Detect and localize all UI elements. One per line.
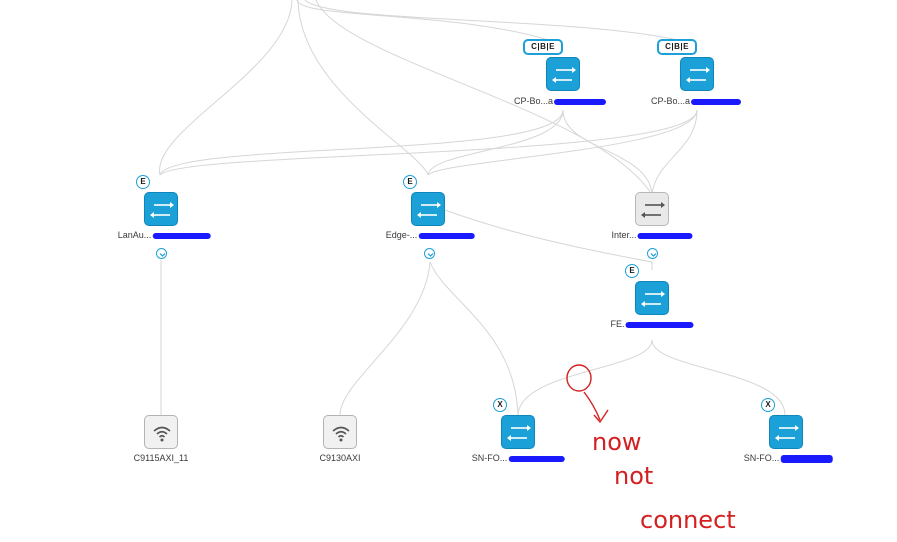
annotation-text-line1: now [592,428,642,456]
switch-icon [552,67,576,83]
access-point-node-2[interactable] [323,415,357,449]
node-label-inter: Inter... [611,230,693,240]
redaction-mark [418,232,475,239]
switch-node-cp1[interactable] [546,57,580,91]
node-label-sn2: SN-FO... [744,453,833,463]
switch-node-lanau[interactable] [144,192,178,226]
cbe-role-badge: C|B|E [523,39,563,55]
node-label-cp2: CP-Bo...a [651,96,742,106]
edge-role-badge: E [625,264,639,278]
redaction-mark [554,98,607,105]
switch-node-sn2[interactable] [769,415,803,449]
expand-chevron-icon[interactable] [156,248,167,259]
switch-node-cp2[interactable] [680,57,714,91]
annotation-text-line2: not [614,462,654,490]
edge-role-badge: E [136,175,150,189]
node-label-edge: Edge-... [386,230,475,240]
switch-icon [150,202,174,218]
wifi-icon [332,426,350,442]
switch-node-inter[interactable] [635,192,669,226]
access-point-node-1[interactable] [144,415,178,449]
node-label-fe: FE. [610,319,694,329]
redaction-mark [691,98,742,105]
expand-chevron-icon[interactable] [424,248,435,259]
wifi-icon [153,426,171,442]
edge-role-badge: E [403,175,417,189]
switch-node-fe[interactable] [635,281,669,315]
switch-icon [641,202,665,218]
switch-icon [775,425,799,441]
x-role-badge: X [493,398,507,412]
redaction-mark [637,232,693,239]
switch-icon [417,202,441,218]
node-label-lanau: LanAu... [118,230,211,240]
x-role-badge: X [761,398,775,412]
node-label-sn1: SN-FO... [472,453,565,463]
switch-icon [507,425,531,441]
switch-node-sn1[interactable] [501,415,535,449]
node-label-ap2: C9130AXI [319,453,361,463]
red-annotation-drawing [566,364,609,424]
switch-node-edge[interactable] [411,192,445,226]
node-label-ap1: C9115AXI_11 [133,453,189,463]
switch-icon [641,291,665,307]
switch-icon [686,67,710,83]
redaction-mark [780,454,833,463]
expand-chevron-icon[interactable] [647,248,658,259]
redaction-mark [152,232,211,239]
node-label-cp1: CP-Bo...a [514,96,607,106]
redaction-mark [508,455,565,462]
annotation-text-line3: connect [640,506,736,534]
cbe-role-badge: C|B|E [657,39,697,55]
redaction-mark [625,321,694,328]
